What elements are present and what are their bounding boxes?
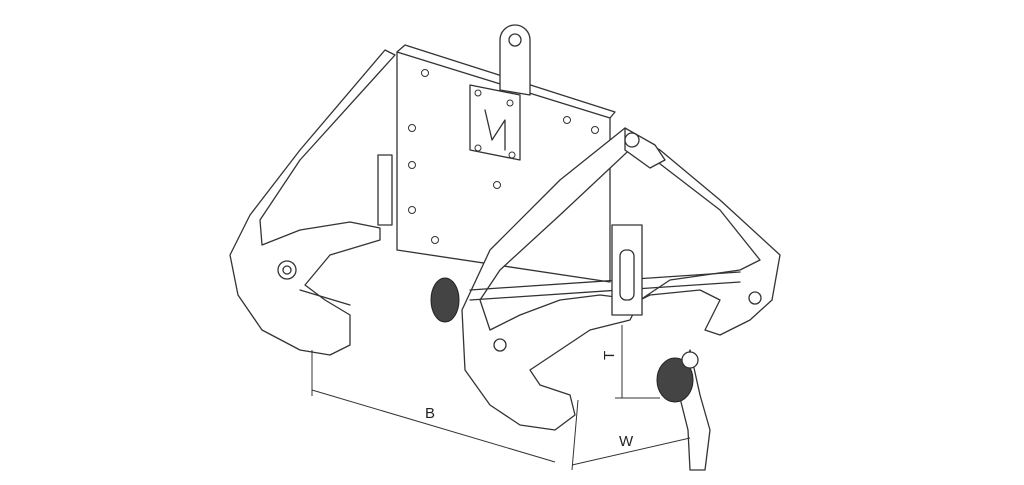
dimension-label-w: W: [619, 433, 634, 450]
dimension-label-t: T: [601, 351, 618, 360]
rear-pad: [430, 277, 460, 323]
lifting-lug: [499, 24, 531, 96]
dimension-label-b: B: [425, 405, 435, 422]
left-rear-claw: [229, 49, 396, 356]
front-claw: [461, 127, 781, 471]
front-pad: [656, 357, 694, 403]
back-plate: [377, 24, 616, 283]
dimension-lines: [311, 325, 691, 471]
